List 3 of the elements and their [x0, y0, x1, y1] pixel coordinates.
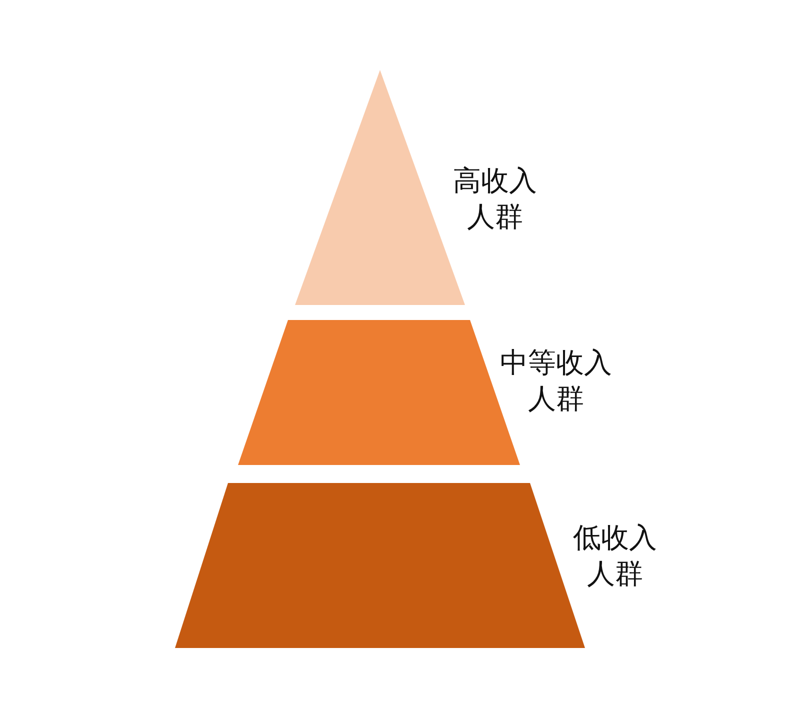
- layer-label: 中等收入人群: [500, 345, 612, 417]
- layer-label: 高收入人群: [453, 163, 537, 235]
- layer-label: 低收入人群: [573, 520, 657, 592]
